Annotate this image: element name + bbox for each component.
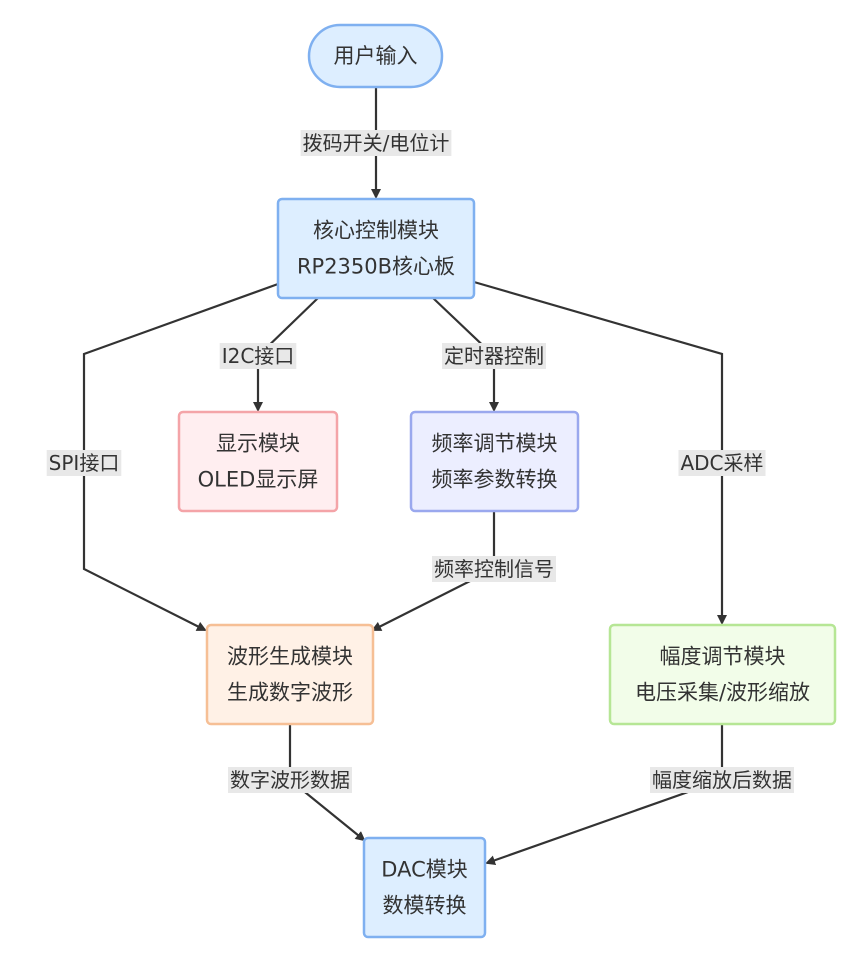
edge-label-text: 拨码开关/电位计 (303, 131, 450, 155)
edge-label-background (219, 343, 297, 369)
edge-label-background (228, 767, 352, 793)
edge-label-core-to-freq: 定时器控制 (442, 343, 546, 369)
node-label-line: 生成数字波形 (227, 681, 353, 705)
node-box (409, 410, 580, 513)
node-box (362, 836, 487, 939)
node-label-line: 幅度调节模块 (660, 645, 786, 669)
edge-label-background (300, 130, 452, 156)
edge-label-core-to-amp: ADC采样 (678, 450, 766, 476)
edge-amp-to-dac (485, 724, 724, 866)
node-display: 显示模块 OLED显示屏 (177, 410, 339, 513)
node-label-line: RP2350B核心板 (297, 255, 455, 279)
node-label-line: 显示模块 (216, 432, 300, 456)
edge-label-amp-to-dac: 幅度缩放后数据 (650, 767, 794, 793)
node-label-line: 核心控制模块 (313, 219, 439, 243)
node-box (205, 623, 375, 726)
edge-label-background (432, 556, 556, 582)
edge-label-background (46, 450, 122, 476)
node-label-line: OLED显示屏 (198, 468, 319, 492)
node-label-line: DAC模块 (381, 858, 467, 882)
edge-label-background (678, 450, 766, 476)
edge-core-to-amp (473, 280, 727, 625)
edge-label-text: 幅度缩放后数据 (652, 768, 792, 792)
node-label-line: 频率调节模块 (432, 432, 558, 456)
edge-label-background (442, 343, 546, 369)
node-box (307, 23, 444, 89)
node-box (276, 197, 476, 300)
edge-label-text: I2C接口 (222, 344, 295, 368)
node-box (608, 623, 837, 726)
edge-label-core-to-waveform: SPI接口 (46, 450, 122, 476)
edge-label-core-to-display: I2C接口 (219, 343, 297, 369)
edge-label-freq-to-waveform: 频率控制信号 (432, 556, 556, 582)
node-label-line: 用户输入 (334, 44, 418, 68)
node-label-line: 电压采集/波形缩放 (635, 681, 810, 705)
edge-label-background (650, 767, 794, 793)
edge-label-text: 定时器控制 (444, 344, 544, 368)
edge-label-text: SPI接口 (49, 451, 120, 475)
node-label-line: 数模转换 (383, 894, 467, 918)
node-label-line: 波形生成模块 (227, 645, 353, 669)
node-box (177, 410, 339, 513)
edge-labels-layer: 拨码开关/电位计 I2C接口 定时器控制 SPI接口 ADC采样频率控制信号数字波形数据… (46, 130, 794, 793)
edge-label-input-to-core: 拨码开关/电位计 (300, 130, 452, 156)
edge-label-text: 频率控制信号 (434, 557, 554, 581)
node-user-input: 用户输入 (307, 23, 444, 89)
edge-label-waveform-to-dac: 数字波形数据 (228, 767, 352, 793)
edge-label-text: ADC采样 (680, 451, 763, 475)
node-core-control: 核心控制模块 RP2350B核心板 (276, 197, 476, 300)
node-label-line: 频率参数转换 (432, 468, 558, 492)
edge-label-text: 数字波形数据 (230, 768, 350, 792)
